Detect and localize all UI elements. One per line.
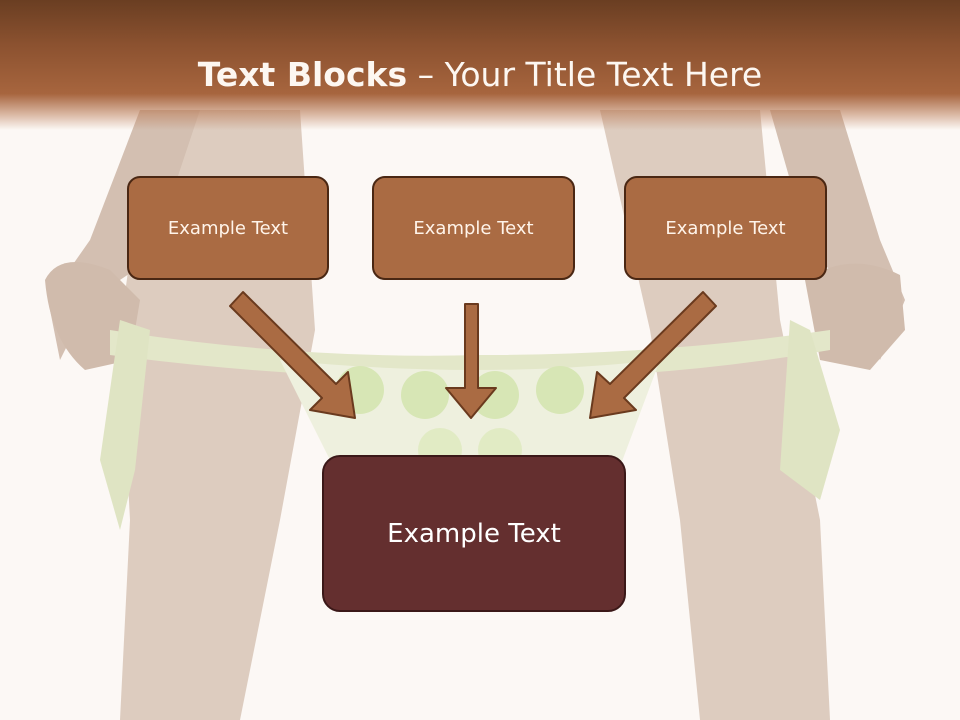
- title-rest: – Your Title Text Here: [407, 55, 763, 94]
- text-block-1-label: Example Text: [167, 217, 289, 239]
- slide-title: Text Blocks – Your Title Text Here: [0, 50, 960, 100]
- arrow-left: [229, 291, 356, 419]
- text-block-2-label: Example Text: [413, 217, 534, 239]
- title-bold: Text Blocks: [197, 55, 408, 94]
- title-bar: [0, 0, 960, 130]
- target-block-label: Example Text: [387, 518, 561, 549]
- text-block-3: Example Text: [624, 176, 827, 280]
- text-block-3-label: Example Text: [665, 217, 786, 239]
- text-block-2: Example Text: [372, 176, 575, 280]
- arrow-middle: [445, 303, 497, 419]
- text-block-1: Example Text: [127, 176, 329, 280]
- arrow-right: [589, 291, 717, 419]
- target-block: Example Text: [322, 455, 626, 612]
